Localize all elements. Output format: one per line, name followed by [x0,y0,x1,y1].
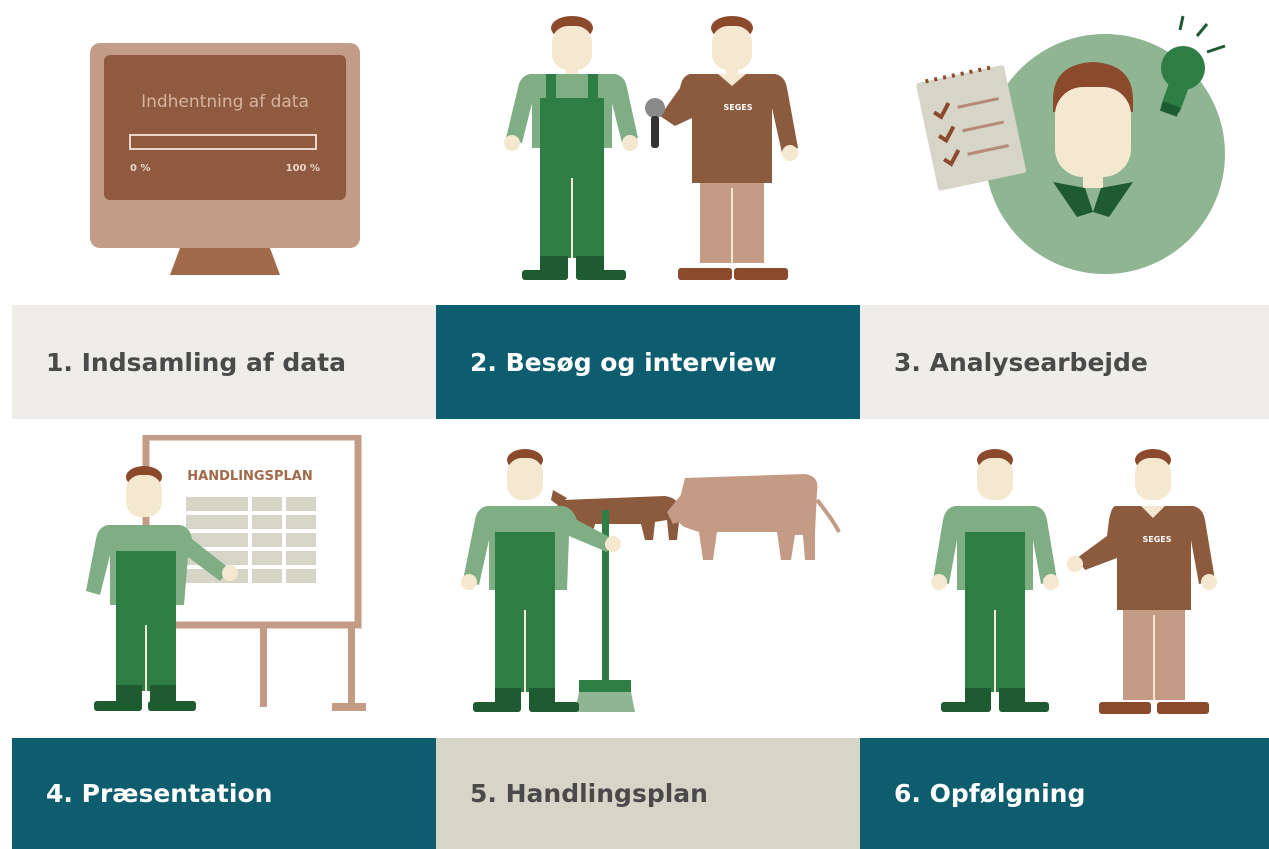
step-number-6: 6. [894,779,921,808]
step-title-3: Analysearbejde [929,347,1148,377]
farmer-with-broom [461,449,621,712]
step-label-5: 5. Handlingsplan [436,738,860,849]
step-number-3: 3. [894,347,921,377]
monitor-screen [104,55,346,200]
lightbulb-icon [1159,15,1226,117]
step-number-1: 1. [46,347,73,377]
farmer-figure [504,16,638,280]
monitor-title: Indhentning af data [141,92,309,112]
broom-icon [575,510,635,712]
monitor-illustration: Indhentning af data 0 % 100 % [90,43,360,275]
consultant-head [1053,62,1133,217]
consultant-figure: SEGES [660,16,798,280]
farmer-presenter [86,466,238,711]
step-title-1: Indsamling af data [81,347,346,377]
step-title-4: Præsentation [81,779,273,808]
checklist-icon [916,64,1027,191]
progress-bar [129,134,317,150]
progress-start-label: 0 % [130,163,150,174]
step-number-5: 5. [470,779,497,808]
step-number-2: 2. [470,347,497,377]
step-label-6: 6. Opfølgning [860,738,1269,849]
handlingsplan-illustration [461,449,841,712]
step-label-3: 3. Analysearbejde [860,305,1269,419]
step-title-6: Opfølgning [929,779,1086,808]
step-label-2: 2. Besøg og interview [436,305,860,419]
monitor-stand [170,248,280,275]
analysis-illustration [916,15,1226,274]
seges-logo-followup: SEGES [1142,535,1171,544]
board-title: HANDLINGSPLAN [187,469,312,484]
step-title-5: Handlingsplan [505,779,708,808]
step-label-4: 4. Præsentation [12,738,436,849]
seges-logo: SEGES [723,103,752,112]
step-title-2: Besøg og interview [505,347,777,377]
step-label-1: 1. Indsamling af data [12,305,436,419]
interview-illustration: SEGES [504,16,798,280]
microphone-icon [645,98,665,148]
cow-icon [551,474,841,560]
follow-up-illustration: SEGES [931,449,1217,714]
farmer-figure-followup [931,449,1059,712]
step-number-4: 4. [46,779,73,808]
progress-end-label: 100 % [286,163,320,174]
consultant-figure-followup: SEGES [1067,449,1217,714]
presentation-illustration: HANDLINGSPLAN [86,435,366,711]
